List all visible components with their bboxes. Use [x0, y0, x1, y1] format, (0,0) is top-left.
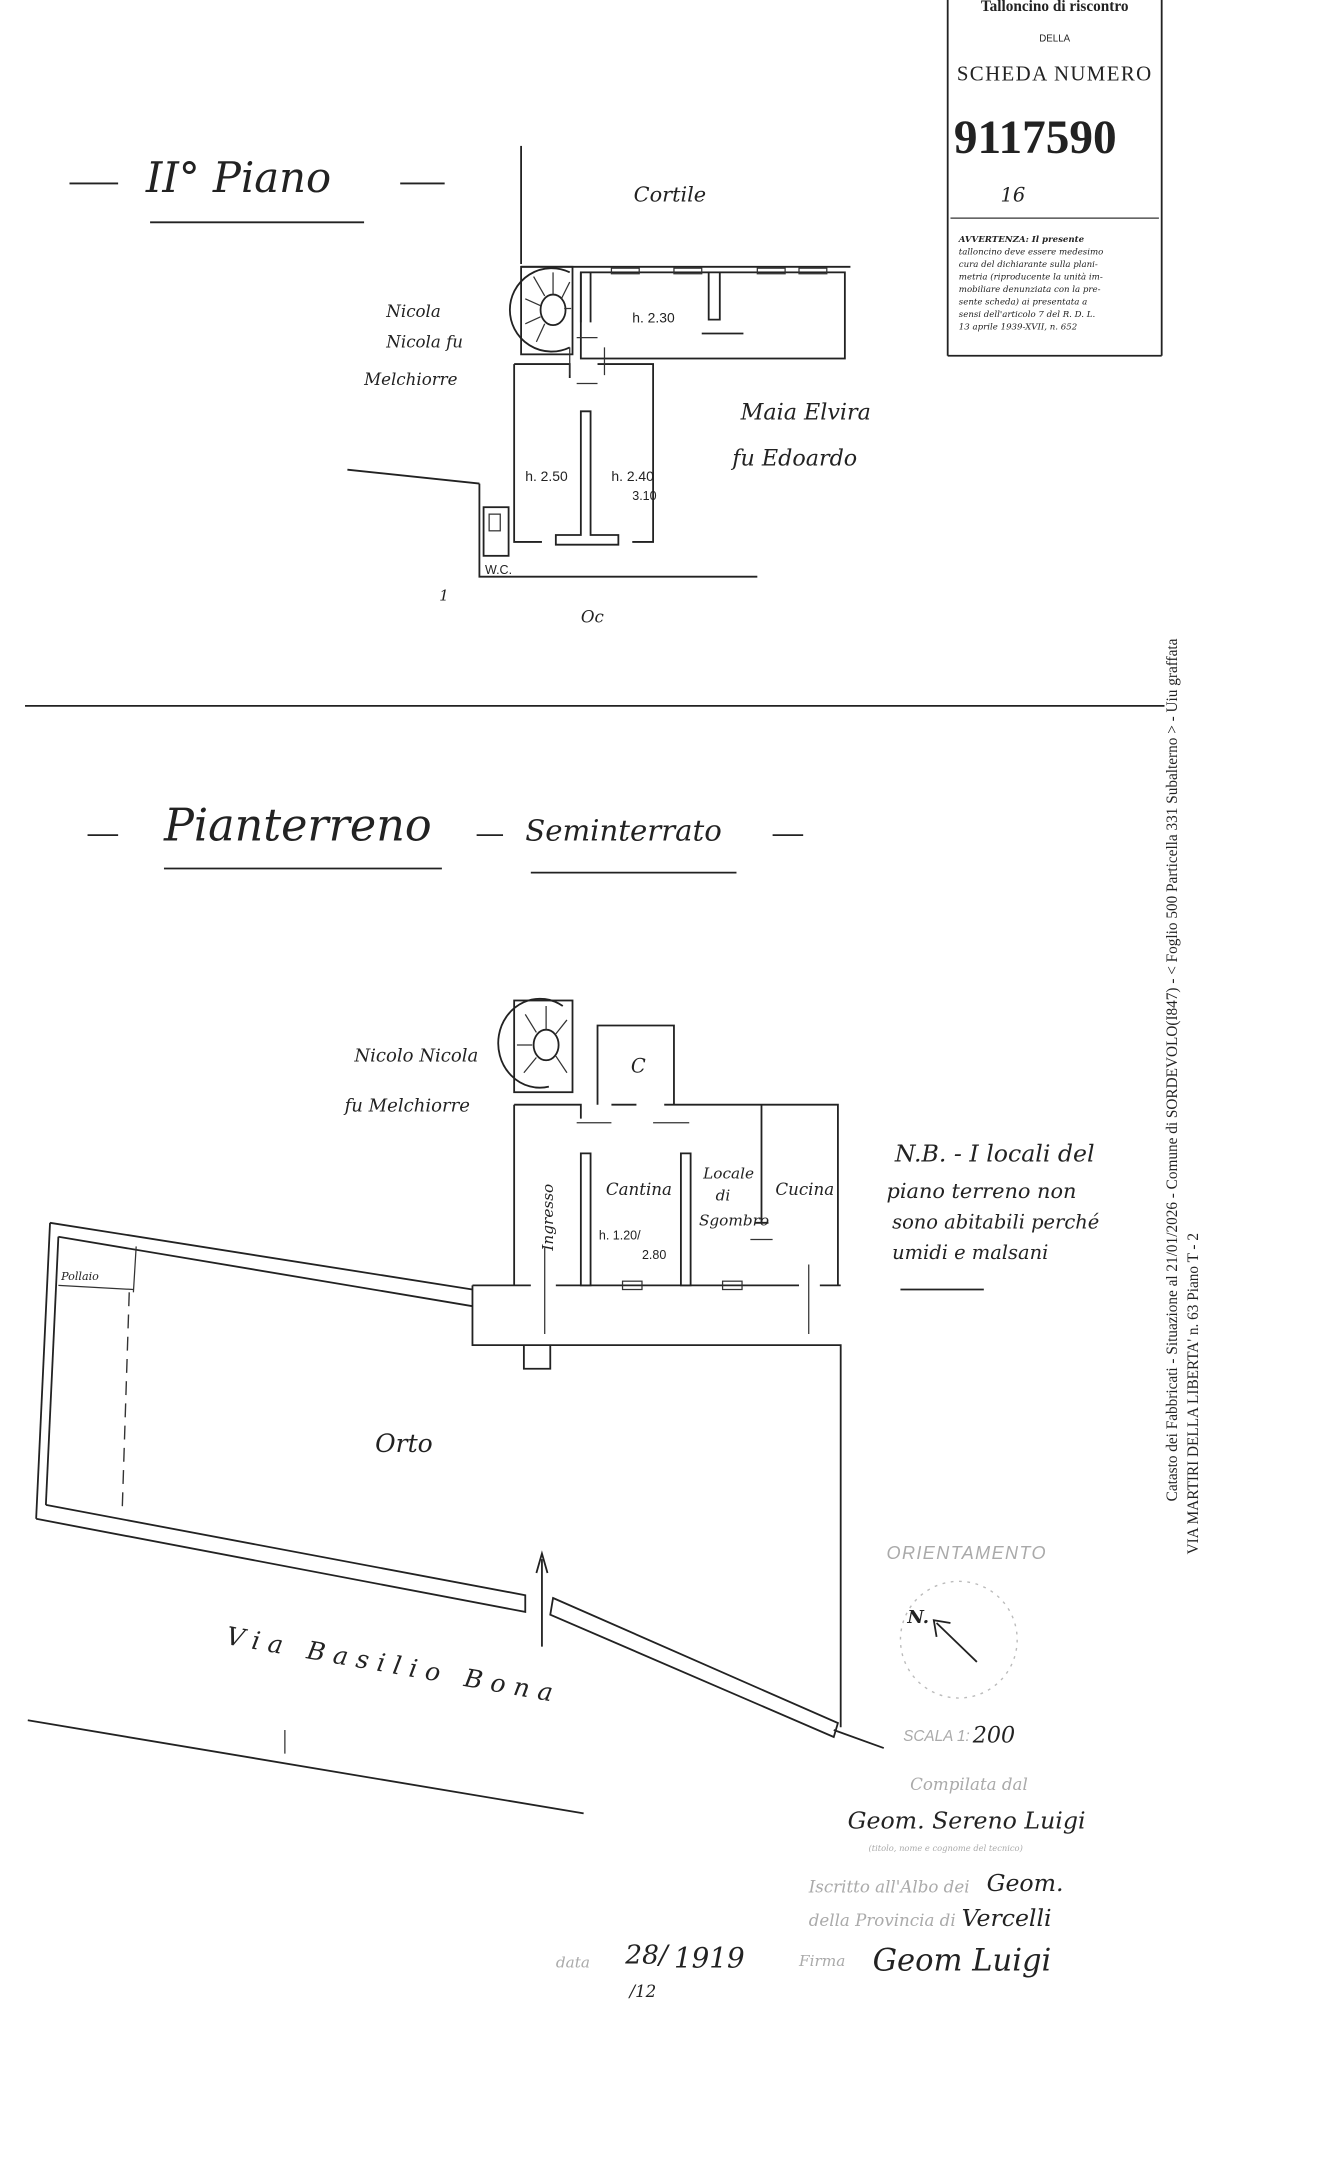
date-month: /12 — [627, 1982, 656, 2001]
label-neighbor-right: fu Edoardo — [730, 446, 857, 472]
spiral-staircase-icon — [497, 997, 568, 1089]
province-value: Vercelli — [962, 1904, 1052, 1932]
side-info-line-2: VIA MARTIRI DELLA LIBERTA' n. 63 Piano T… — [1185, 1233, 1202, 1554]
province-label: della Provincia di — [809, 1911, 956, 1930]
label-entrance: Ingresso — [539, 1184, 557, 1252]
orientation-label: ORIENTAMENTO — [887, 1543, 1047, 1563]
label-cellar-height: 2.80 — [642, 1248, 666, 1262]
note-line: sono abitabili perché — [892, 1210, 1099, 1233]
label-neighbor-left: Melchiorre — [363, 370, 458, 389]
title-hint: (titolo, nome e cognome del tecnico) — [868, 1843, 1022, 1853]
label-kitchen: Cucina — [775, 1180, 834, 1199]
label-height: h. 2.30 — [632, 309, 675, 325]
label-storage: Sgombro — [699, 1212, 769, 1230]
label-neighbor: fu Melchiorre — [343, 1096, 470, 1117]
label-neighbor: Nicolo Nicola — [353, 1046, 478, 1067]
date-day: 28/ — [624, 1939, 671, 1970]
upper-floor-title-text: II° Piano — [145, 153, 331, 202]
compass-north-arrow-icon — [899, 1580, 1018, 1699]
stamp-della: DELLA — [1039, 34, 1070, 45]
stamp-warning-line: sensi dell'articolo 7 del R. D. L. — [959, 310, 1095, 320]
scale-label: SCALA 1: — [903, 1728, 969, 1745]
signature-label: Firma — [798, 1952, 845, 1970]
upper-floor-plan: Cortile Nicola Nicola fu Melchiorre h. 2… — [347, 145, 871, 627]
note-line: umidi e malsani — [892, 1241, 1048, 1264]
signature: Geom Luigi — [873, 1943, 1052, 1978]
note-line: piano terreno non — [887, 1179, 1077, 1203]
north-label: N. — [906, 1607, 929, 1628]
surveyor-name: Geom. Sereno Luigi — [848, 1807, 1086, 1835]
date-year: 1919 — [674, 1942, 745, 1975]
label-mark: 1 — [439, 586, 449, 604]
stamp-warning-line: AVVERTENZA: Il presente — [958, 235, 1085, 245]
side-info-line-1: Catasto dei Fabbricati - Situazione al 2… — [1164, 638, 1181, 1501]
title-block: ORIENTAMENTO N. SCALA 1: 200 Compilata d… — [556, 1543, 1086, 2001]
stamp-warning-line: 13 aprile 1939-XVII, n. 652 — [959, 322, 1077, 332]
stamp-sub-number: 16 — [1000, 183, 1025, 206]
register-value: Geom. — [987, 1869, 1064, 1897]
stamp-number: 9117590 — [954, 112, 1117, 164]
side-cadastral-info: Catasto dei Fabbricati - Situazione al 2… — [1164, 638, 1202, 1554]
label-cortile: Cortile — [634, 182, 706, 206]
ground-floor-title-2: Seminterrato — [525, 814, 722, 848]
note-line: N.B. - I locali del — [894, 1140, 1095, 1168]
stamp-warning-line: cura del dichiarante sulla plani- — [959, 260, 1098, 270]
date-label: data — [556, 1954, 590, 1972]
label-henhouse: Pollaio — [60, 1270, 99, 1283]
label-storage: di — [716, 1187, 731, 1205]
ground-floor-plan: Nicolo Nicola fu Melchiorre C Ingresso C… — [27, 997, 885, 1815]
label-height: 3.10 — [632, 489, 656, 503]
register-label: Iscritto all'Albo dei — [808, 1878, 970, 1897]
stamp-header: Talloncino di riscontro — [981, 0, 1129, 15]
upper-floor-title: II° Piano — [69, 153, 445, 224]
label-south: Oc — [581, 608, 605, 627]
label-cellar: Cantina — [606, 1180, 672, 1199]
label-storage: Locale — [702, 1164, 754, 1182]
stamp-warning-line: sente scheda) ai presentata a — [959, 296, 1087, 307]
entrance-arrow-icon — [535, 1550, 549, 1647]
stamp-warning-line: metria (riproducente la unità im- — [959, 271, 1103, 282]
scale-value: 200 — [972, 1723, 1015, 1749]
label-room-c: C — [631, 1055, 646, 1078]
label-garden: Orto — [375, 1429, 433, 1458]
compiled-by-label: Compilata dal — [910, 1775, 1028, 1794]
label-street: Via Basilio Bona — [224, 1621, 563, 1708]
label-neighbor-left: Nicola fu — [385, 332, 463, 351]
ground-floor-title-1: Pianterreno — [163, 801, 432, 852]
label-neighbor-left: Nicola — [385, 302, 441, 321]
label-height: h. 2.40 — [611, 468, 654, 484]
note-block: N.B. - I locali del piano terreno non so… — [887, 1140, 1099, 1291]
spiral-staircase-icon — [508, 267, 572, 353]
stamp-warning-line: mobiliare denunziata con la pre- — [959, 285, 1101, 295]
stamp-warning-line: talloncino deve essere medesimo — [959, 247, 1104, 257]
stamp-box: Talloncino di riscontro DELLA SCHEDA NUM… — [946, 0, 1163, 357]
label-neighbor-right: Maia Elvira — [740, 400, 871, 426]
label-height: h. 2.50 — [525, 468, 568, 484]
ground-floor-title: Pianterreno Seminterrato — [87, 801, 804, 874]
stamp-title: SCHEDA NUMERO — [957, 62, 1153, 86]
label-wc: W.C. — [485, 563, 512, 577]
label-cellar-height: h. 1.20/ — [599, 1228, 641, 1242]
